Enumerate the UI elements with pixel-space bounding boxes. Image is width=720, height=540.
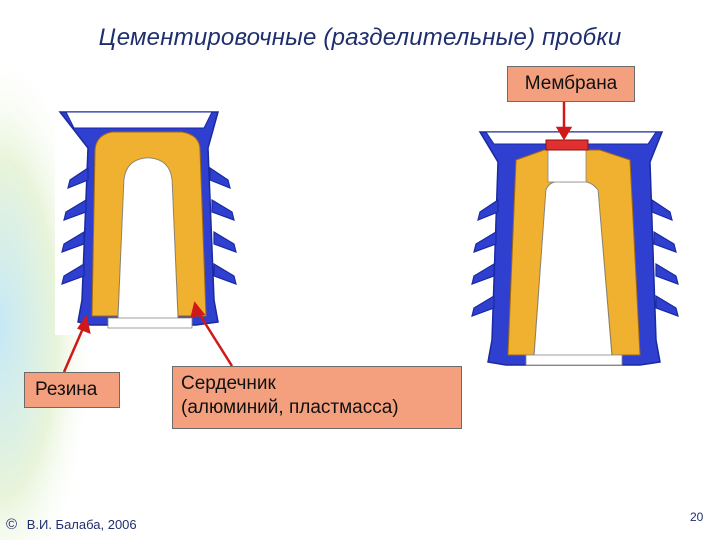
slide-title: Цементировочные (разделительные) пробки bbox=[98, 24, 622, 51]
label-serdechnik: Сердечник (алюминий, пластмасса) bbox=[172, 366, 462, 429]
arrow-serdechnik bbox=[196, 311, 234, 367]
copyright-text: В.И. Балаба, 2006 bbox=[26, 517, 137, 532]
right-plug bbox=[471, 120, 679, 370]
pointer-arrows bbox=[62, 102, 573, 373]
copyright-footer: © В.И. Балаба, 2006 bbox=[6, 516, 137, 533]
label-rezina: Резина bbox=[24, 372, 120, 408]
label-serdechnik-line1: Сердечник bbox=[181, 373, 276, 394]
arrow-rezina bbox=[62, 325, 86, 373]
label-serdechnik-line2: (алюминий, пластмасса) bbox=[181, 397, 399, 418]
label-membrana: Мембрана bbox=[507, 66, 635, 102]
left-plug bbox=[55, 100, 237, 335]
copyright-icon: © bbox=[6, 516, 18, 533]
page-number: 20 bbox=[690, 510, 704, 524]
membrane-element bbox=[545, 139, 589, 151]
